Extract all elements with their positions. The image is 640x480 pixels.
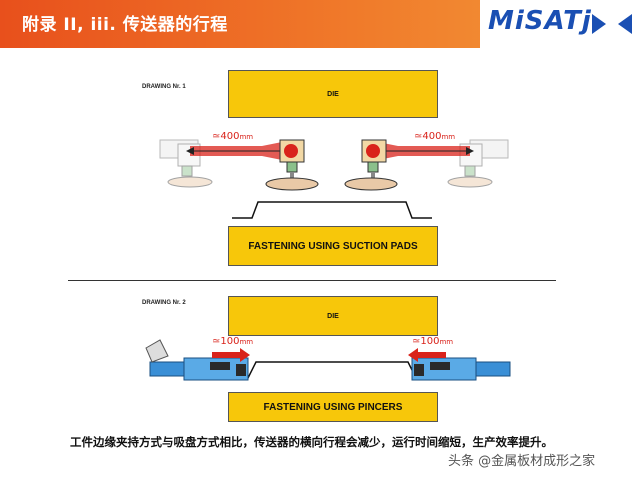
die-panel-1: DIE: [228, 70, 438, 118]
center-right-suction-unit: [344, 139, 398, 191]
logo-text: MiSATj: [488, 6, 592, 36]
fastening-panel-2: FASTENING USING PINCERS: [228, 392, 438, 422]
page-title: 附录 II, iii. 传送器的行程: [22, 15, 228, 35]
right-pincer-unit: [411, 357, 511, 381]
center-left-suction-unit: [265, 139, 319, 191]
stroke-right-1: ≃400mm: [414, 131, 456, 142]
die-label-1: DIE: [327, 90, 339, 98]
stroke-left-2: ≃100mm: [212, 336, 254, 347]
drawing-1-label: DRAWING Nr. 1: [142, 84, 186, 90]
stroke-right-2: ≃100mm: [412, 336, 454, 347]
logo-arrows-icon: [592, 14, 632, 34]
fastening-panel-1: FASTENING USING SUCTION PADS: [228, 226, 438, 266]
header-bar: 附录 II, iii. 传送器的行程 MiSATj: [0, 0, 640, 48]
stroke-left-1: ≃400mm: [212, 131, 254, 142]
logo: MiSATj: [480, 0, 640, 48]
right-suction-unit: [447, 139, 509, 188]
workpiece-profile-2: [240, 361, 424, 379]
caption-text: 工件边缘夹持方式与吸盘方式相比，传送器的横向行程会减少，运行时间缩短，生产效率提…: [70, 435, 553, 449]
watermark: 头条 @金属板材成形之家: [448, 454, 596, 469]
fastening-label-1: FASTENING USING SUCTION PADS: [248, 240, 418, 252]
divider: [68, 280, 556, 281]
left-pincer-unit: [145, 339, 249, 381]
fastening-label-2: FASTENING USING PINCERS: [263, 401, 403, 413]
die-panel-2: DIE: [228, 296, 438, 336]
drawing-2-label: DRAWING Nr. 2: [142, 300, 186, 306]
workpiece-profile-1: [232, 201, 432, 219]
die-label-2: DIE: [327, 312, 339, 320]
